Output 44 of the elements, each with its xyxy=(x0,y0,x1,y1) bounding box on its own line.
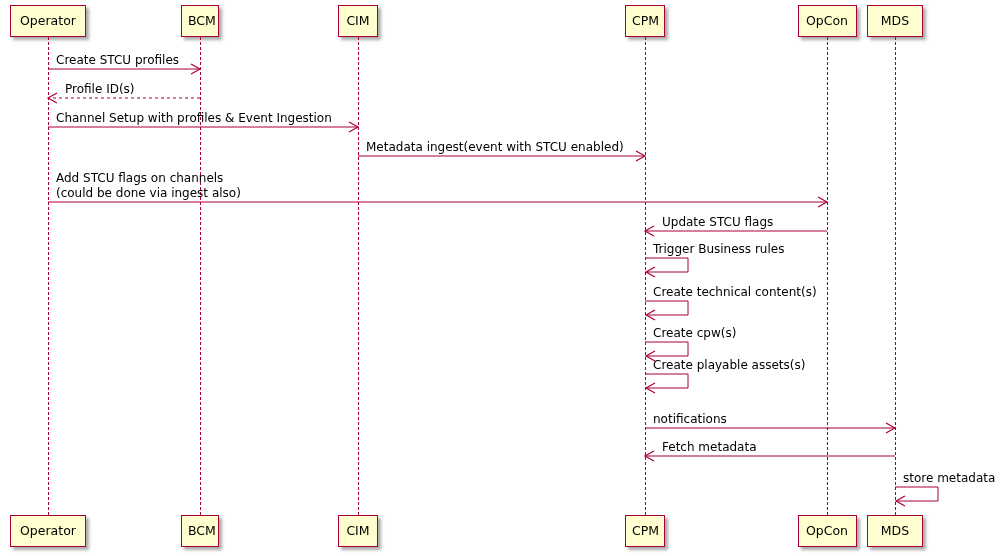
lifeline xyxy=(895,37,896,515)
message-arrow xyxy=(644,422,896,434)
message-label: Metadata ingest(event with STCU enabled) xyxy=(366,140,624,155)
participant-box: CPM xyxy=(625,515,665,547)
message-label: Add STCU flags on channels (could be done via ingest also) xyxy=(56,171,242,201)
participant-box: Operator xyxy=(10,515,86,547)
lifeline xyxy=(645,37,646,515)
participant-box: OpCon xyxy=(797,515,857,547)
message-label: Create playable assets(s) xyxy=(653,358,806,373)
message-label: notifications xyxy=(653,412,727,427)
participant-box: CIM xyxy=(338,515,378,547)
participant-box: Operator xyxy=(10,5,86,37)
message-arrow xyxy=(47,92,201,104)
message-arrow xyxy=(644,450,896,462)
self-message-arrow xyxy=(644,373,689,394)
participant-box: BCM xyxy=(181,5,219,37)
message-label: store metadata xyxy=(903,471,996,486)
lifeline xyxy=(48,37,49,515)
message-label: Channel Setup with profiles & Event Ingestion xyxy=(56,111,332,126)
lifeline xyxy=(827,37,828,515)
message-label: Trigger Business rules xyxy=(653,242,785,257)
message-label: Create cpw(s) xyxy=(653,326,737,341)
message-arrow xyxy=(47,63,201,75)
lifeline xyxy=(358,37,359,515)
message-arrow xyxy=(357,150,646,162)
participant-box: CPM xyxy=(625,5,665,37)
self-message-arrow xyxy=(894,486,939,507)
participant-box: MDS xyxy=(867,515,923,547)
self-message-arrow xyxy=(644,341,689,362)
message-label: Create STCU profiles xyxy=(56,53,180,68)
message-arrow xyxy=(644,225,828,237)
message-arrow xyxy=(47,121,359,133)
message-label: Profile ID(s) xyxy=(65,82,135,97)
self-message-arrow xyxy=(644,257,689,278)
participant-box: CIM xyxy=(338,5,378,37)
participant-box: BCM xyxy=(181,515,219,547)
message-label: Create technical content(s) xyxy=(653,285,817,300)
message-label: Fetch metadata xyxy=(662,440,757,455)
self-message-arrow xyxy=(644,300,689,321)
message-arrow xyxy=(47,196,828,208)
message-label: Update STCU flags xyxy=(662,215,774,230)
participant-box: MDS xyxy=(867,5,923,37)
lifeline xyxy=(200,37,201,515)
participant-box: OpCon xyxy=(797,5,857,37)
